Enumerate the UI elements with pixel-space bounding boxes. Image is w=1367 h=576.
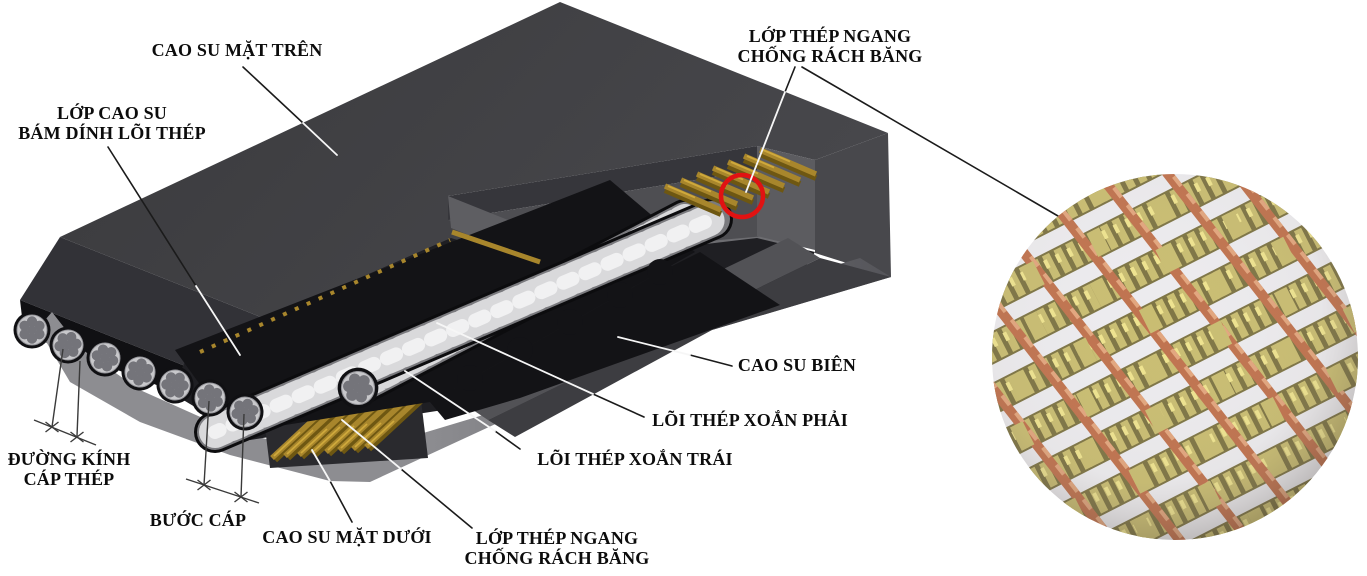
red-marker-circle	[718, 172, 766, 220]
label-top-rubber: CAO SU MẶT TRÊN	[151, 40, 323, 60]
label-edge-rubber: CAO SU BIÊN	[737, 355, 857, 375]
label-bottom-breaker: LỚP THÉP NGANG CHỐNG RÁCH BĂNG	[464, 528, 650, 568]
label-cord-pitch: BƯỚC CÁP	[149, 510, 247, 530]
dimension-marks	[33, 348, 260, 504]
cord-diameter-dimension	[33, 348, 97, 446]
steel-cord-right-lay	[194, 198, 733, 453]
mesh-photo-inset	[992, 174, 1358, 540]
top-breaker-bars	[199, 150, 816, 354]
label-cord-right-lay: LÕI THÉP XOẮN PHẢI	[652, 410, 848, 430]
label-bottom-rubber: CAO SU MẶT DƯỚI	[262, 527, 432, 547]
right-block-front	[815, 133, 891, 277]
cord-pitch-dimension	[185, 400, 260, 504]
label-cord-diameter: ĐƯỜNG KÍNH CÁP THÉP	[7, 449, 131, 489]
belt-3d-render	[13, 2, 891, 482]
label-adhesion-layer: LỚP CAO SU BÁM DÍNH LÕI THÉP	[18, 103, 206, 143]
adhesion-rubber-sheet	[175, 180, 695, 433]
adhesion-rubber-flap	[430, 252, 780, 420]
top-cover-face	[60, 2, 888, 318]
label-cord-left-lay: LÕI THÉP XOẮN TRÁI	[537, 449, 733, 469]
leader-lines	[107, 66, 1059, 529]
label-top-breaker: LỚP THÉP NGANG CHỐNG RÁCH BĂNG	[737, 26, 923, 66]
